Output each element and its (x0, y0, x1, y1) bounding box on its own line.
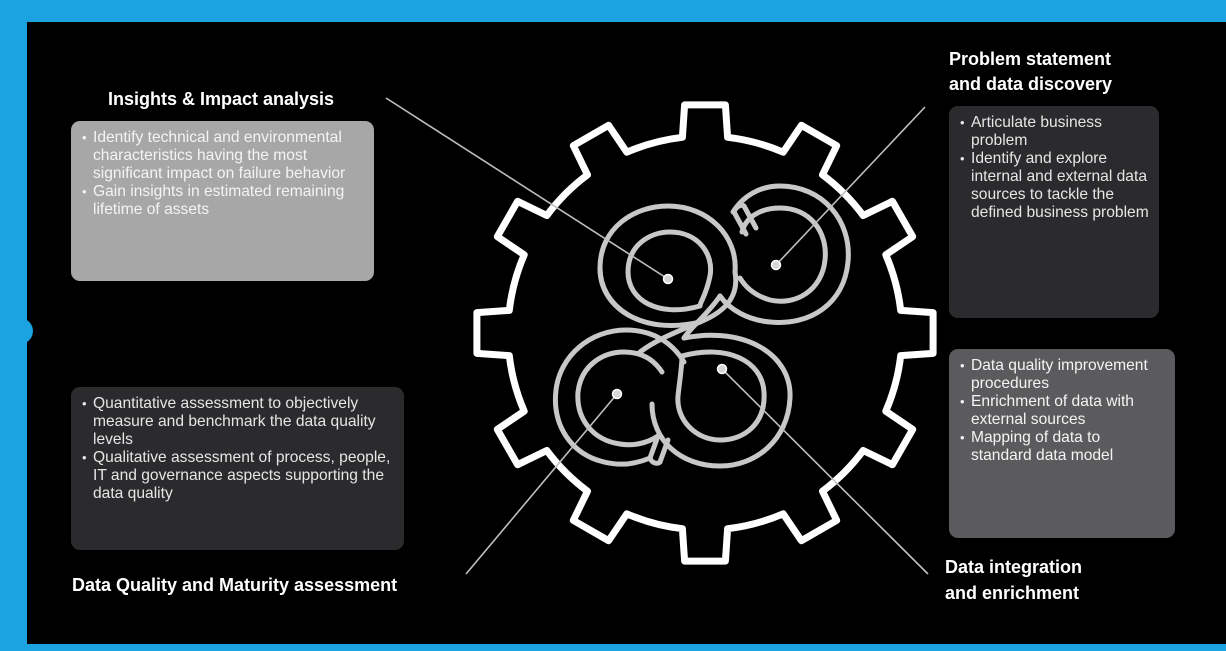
problem-bullet: Identify and explore internal and extern… (959, 150, 1149, 222)
problem-title-line1: Problem statement (949, 49, 1112, 69)
quality-card: Quantitative assessment to objectively m… (71, 387, 404, 550)
edge-node-icon (7, 318, 33, 344)
connector-integration (721, 368, 929, 575)
gear-outline (473, 101, 937, 565)
integration-bullet: Data quality improvement procedures (959, 357, 1165, 393)
insights-title: Insights & Impact analysis (108, 89, 335, 109)
insights-card: Identify technical and environmental cha… (71, 121, 374, 281)
node-insights-icon (662, 273, 674, 285)
connector-insights (385, 97, 669, 280)
connector-quality (465, 393, 618, 575)
integration-title-line2: and enrichment (945, 583, 1080, 603)
integration-title-line1: Data integration (945, 557, 1083, 577)
integration-bullet: Enrichment of data with external sources (959, 393, 1165, 429)
infinity-loops-icon (552, 183, 851, 469)
node-dots (611, 259, 782, 400)
integration-bullet: Mapping of data to standard data model (959, 429, 1165, 465)
quality-title: Data Quality and Maturity assessment (72, 575, 398, 595)
quality-bullet: Quantitative assessment to objectively m… (81, 395, 394, 449)
connector-lines (385, 97, 929, 575)
node-quality-icon (611, 388, 623, 400)
integration-card: Data quality improvement procedures Enri… (949, 349, 1175, 538)
problem-title-line2: and data discovery (949, 74, 1113, 94)
insights-bullet: Gain insights in estimated remaining lif… (81, 183, 364, 219)
connector-problem (775, 106, 926, 266)
problem-bullet: Articulate business problem (959, 114, 1149, 150)
insights-bullet: Identify technical and environmental cha… (81, 129, 364, 183)
node-integration-icon (716, 363, 728, 375)
node-problem-icon (770, 259, 782, 271)
problem-card: Articulate business problem Identify and… (949, 106, 1159, 318)
quality-bullet: Qualitative assessment of process, peopl… (81, 449, 394, 503)
